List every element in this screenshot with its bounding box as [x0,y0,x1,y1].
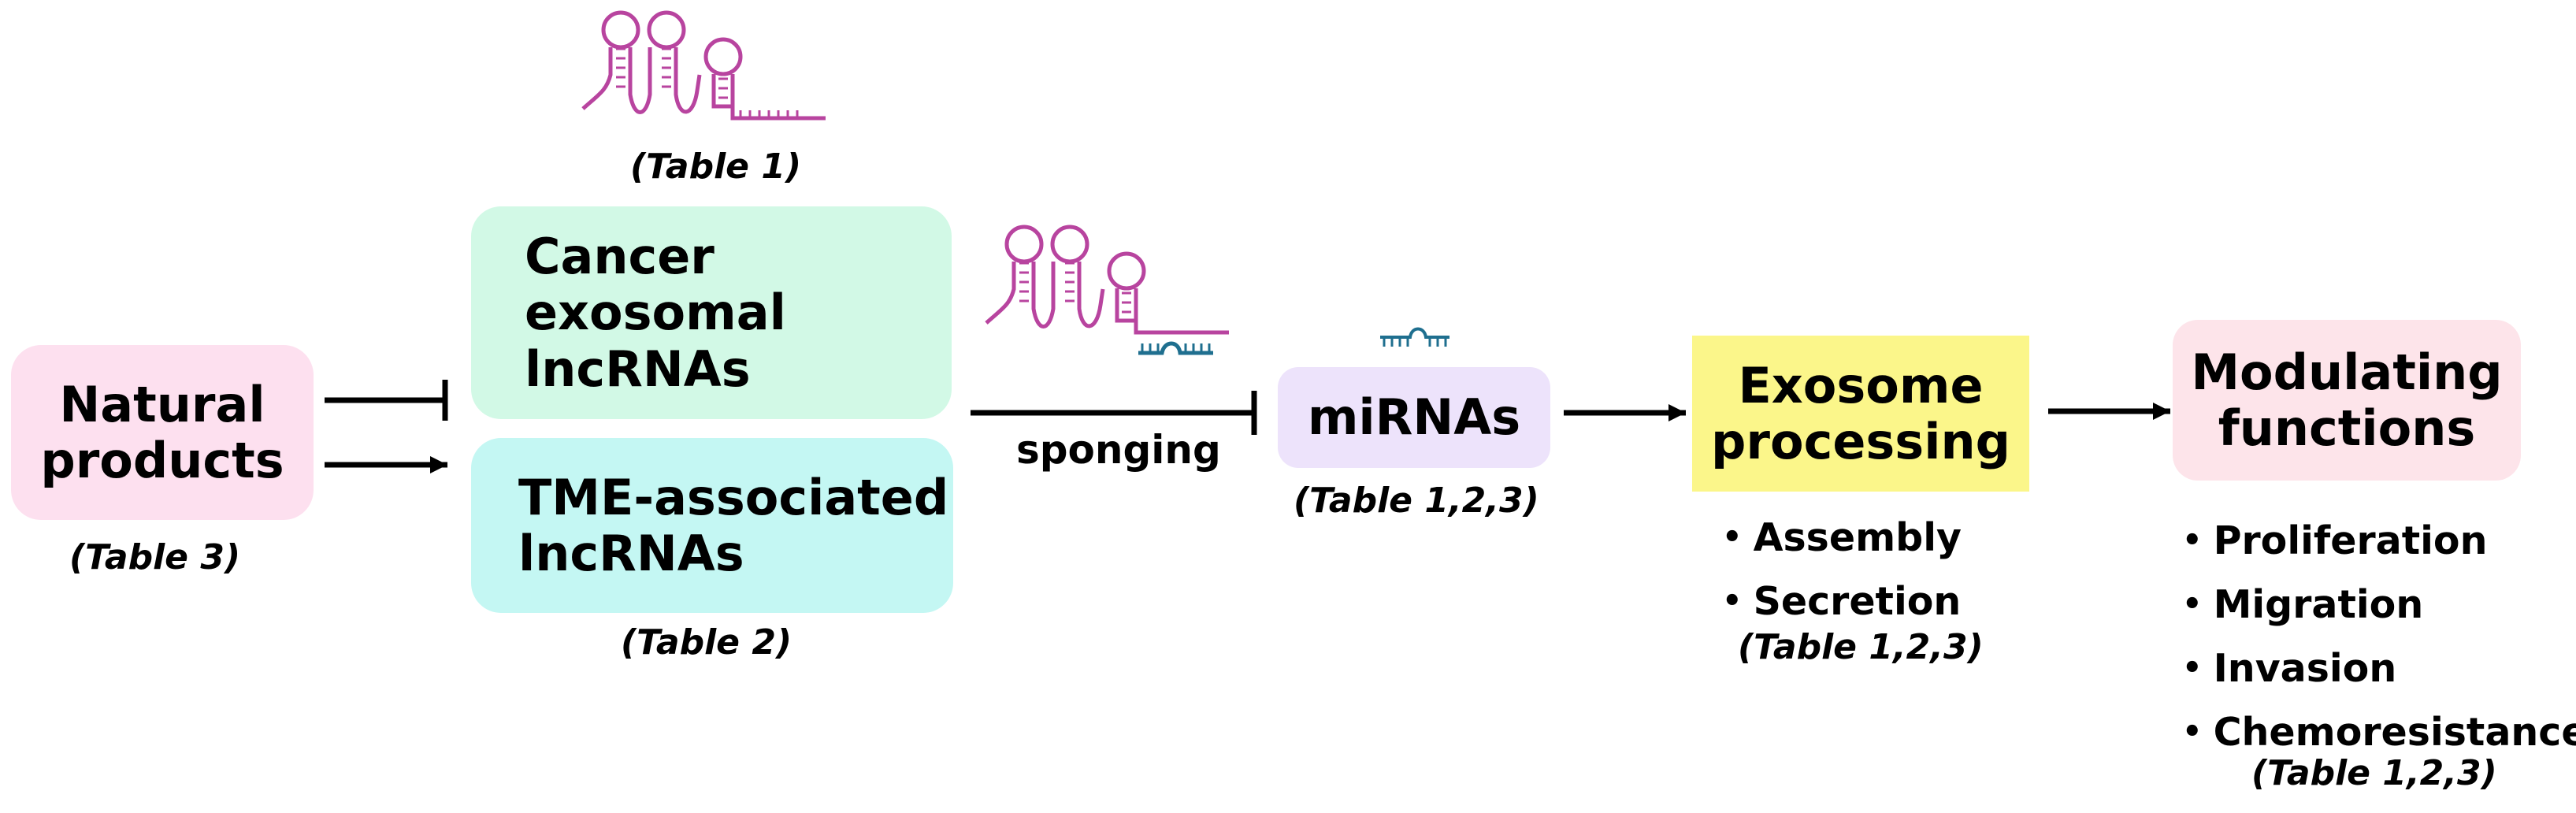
natural-products-label: Natural products [40,375,284,489]
list-item: Invasion [2182,638,2576,702]
inhibit-natural-to-exosomal [325,380,448,421]
cancer-exosomal-ref: (Table 1) [630,147,802,187]
cancer-exosomal-label: Cancer exosomal lncRNAs [525,228,786,398]
tme-associated-ref: (Table 2) [621,622,792,663]
list-item: Secretion [1722,571,1962,635]
sponging-label: sponging [1016,427,1221,473]
modulating-functions-label: Modulating functions [2191,343,2503,457]
modulating-functions-box: Modulating functions [2173,320,2521,481]
exosome-processing-list: Assembly Secretion [1722,507,1962,635]
tme-associated-label: TME-associated lncRNAs [518,468,949,582]
lncrna-mirna-complex-icon [985,225,1229,355]
cancer-exosomal-box: Cancer exosomal lncRNAs [471,206,952,419]
list-item: Migration [2182,574,2576,638]
list-item: Chemoresistance [2182,702,2576,766]
tme-associated-box: TME-associated lncRNAs [471,438,953,613]
mirnas-box: miRNAs [1278,367,1550,468]
natural-products-box: Natural products [11,345,314,520]
exosome-processing-label: Exosome processing [1711,356,2010,470]
exosome-processing-ref: (Table 1,2,3) [1738,627,1984,667]
modulating-functions-ref: (Table 1,2,3) [2251,753,2497,793]
mirnas-label: miRNAs [1307,388,1521,447]
exosome-processing-box: Exosome processing [1692,336,2029,492]
natural-products-ref: (Table 3) [69,537,241,577]
modulating-functions-list: Proliferation Migration Invasion Chemore… [2182,510,2576,766]
list-item: Assembly [1722,507,1962,571]
list-item: Proliferation [2182,510,2576,574]
mirnas-ref: (Table 1,2,3) [1294,481,1539,521]
lncrna-hairpin-icon [581,10,826,121]
inhibit-lncrna-to-mirnas [971,391,1257,435]
mirna-icon [1380,327,1449,347]
